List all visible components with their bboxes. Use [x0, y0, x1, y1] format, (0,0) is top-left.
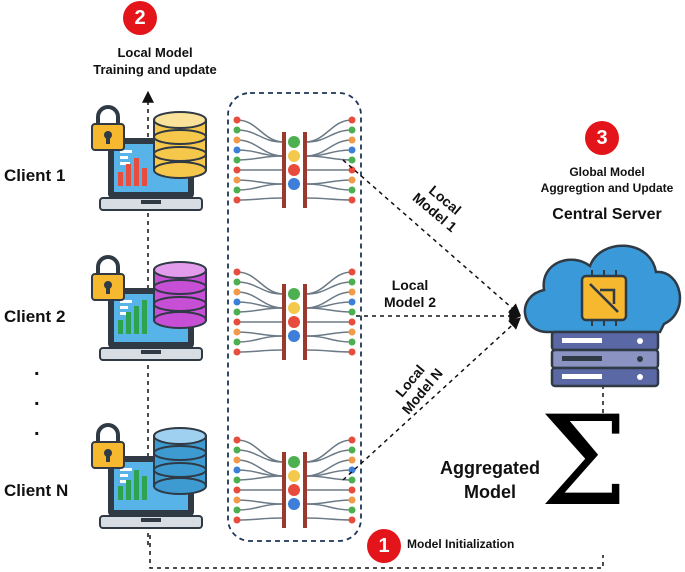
ellipsis-dot-1: .: [34, 358, 40, 380]
step-3-label: Global Model Aggregtion and Update: [530, 164, 684, 196]
step-3-label-line-2: Aggregtion and Update: [540, 181, 674, 195]
client-2-database-icon: [153, 261, 207, 329]
ellipsis-dot-3: .: [34, 418, 40, 440]
sigma-symbol: Σ: [540, 390, 628, 534]
aggregated-model-label: Aggregated Model: [430, 456, 550, 504]
step-2-label-line-1: Local Model: [117, 45, 193, 60]
neural-network-icon-1: [232, 115, 357, 209]
cloud-server-icon: [523, 244, 682, 388]
step-3-badge: 3: [585, 121, 619, 155]
client-2-label: Client 2: [4, 307, 66, 326]
client-n-label: Client N: [4, 481, 69, 500]
client-1-database-icon: [153, 111, 207, 179]
local-model-2-line-1: Local: [391, 277, 429, 293]
aggregated-model-line-1: Aggregated: [439, 458, 540, 478]
step-1-badge: 1: [367, 529, 401, 563]
step-2-label: Local Model Training and update: [70, 44, 240, 78]
local-models-box: [227, 92, 362, 542]
client-1-label: Client 1: [4, 166, 66, 185]
local-model-2-label: Local Model 2: [370, 277, 450, 311]
client-2-lock-icon: [90, 255, 126, 302]
step-2-badge: 2: [123, 1, 157, 35]
client-n-chart: [118, 470, 147, 500]
ellipsis-dot-2: .: [34, 388, 40, 410]
local-model-2-line-2: Model 2: [383, 294, 437, 310]
client-n-database-icon: [153, 427, 207, 495]
aggregated-model-line-2: Model: [464, 482, 516, 502]
step-3-label-line-1: Global Model: [569, 165, 645, 179]
client-n-lock-icon: [90, 423, 126, 470]
step-1-label: Model Initialization: [407, 537, 515, 551]
client-1-lock-icon: [90, 105, 126, 152]
neural-network-icon-n: [232, 435, 357, 529]
neural-network-icon-2: [232, 267, 357, 361]
client-1-chart: [118, 158, 147, 186]
initialization-line: [149, 535, 604, 569]
central-server-title: Central Server: [552, 206, 662, 223]
client-2-chart: [118, 300, 147, 334]
step-2-label-line-2: Training and update: [93, 62, 217, 77]
